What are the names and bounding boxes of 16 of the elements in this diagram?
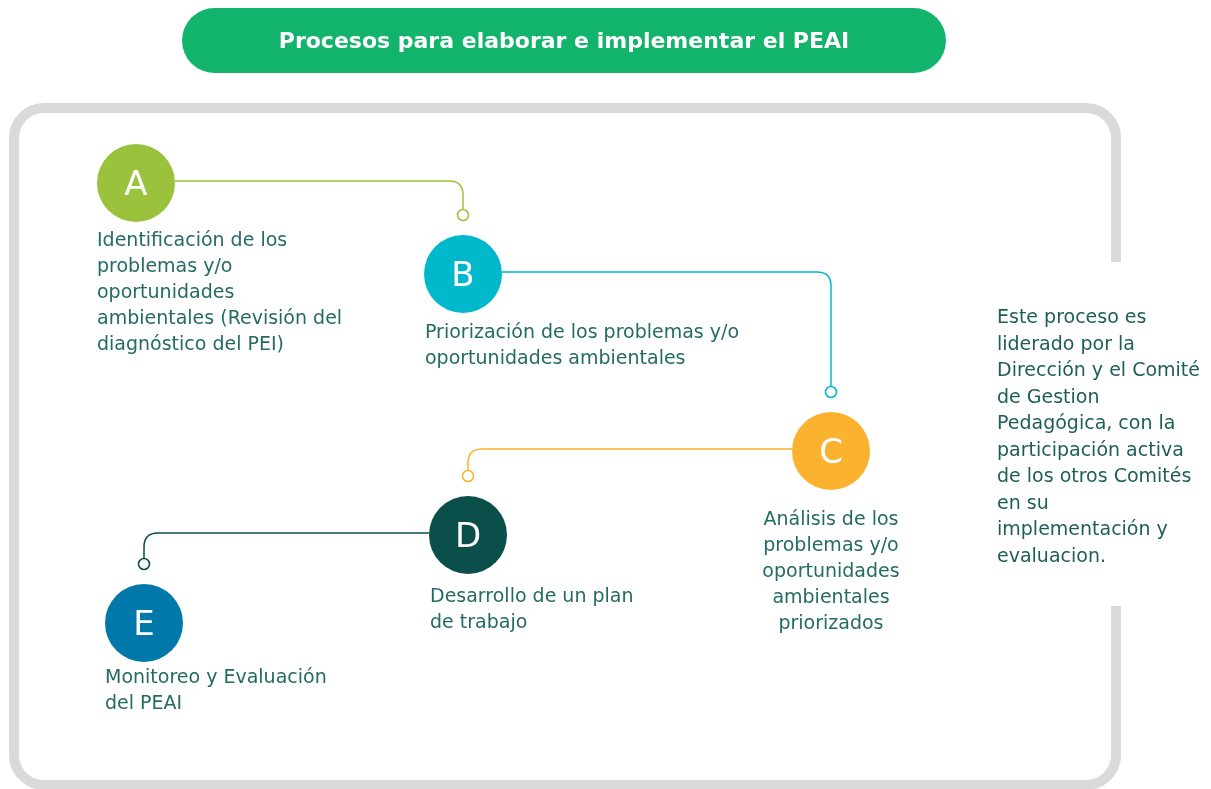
step-circle: A (97, 144, 175, 222)
step-description: Priorización de los problemas y/o oportunidades ambientales (425, 319, 741, 370)
step-description: Identificación de los problemas y/o oportunidades ambientales (Revisión del diagnóstico del PEI) (97, 227, 344, 356)
step-description: Monitoreo y Evaluación del PEAI (105, 664, 328, 715)
title-banner: Procesos para elaborar e implementar el PEAI (182, 8, 946, 73)
step-circle: C (792, 412, 870, 490)
step-circle: D (429, 496, 507, 574)
step-circle: B (424, 235, 502, 313)
step-circle: E (105, 584, 183, 662)
step-description: Análisis de los problemas y/o oportunidades ambientales priorizados (761, 506, 901, 635)
connector-line (461, 448, 793, 483)
connector-line (501, 271, 838, 399)
connector-line (137, 532, 430, 571)
connector-line (174, 180, 470, 222)
step-description: Desarrollo de un plan de trabajo (430, 583, 635, 634)
side-note: Este proceso es liderado por la Dirección y el Comité de Gestion Pedagógica, con la participación activa de los otros Comités en su implementación y evaluacion. (997, 304, 1201, 568)
